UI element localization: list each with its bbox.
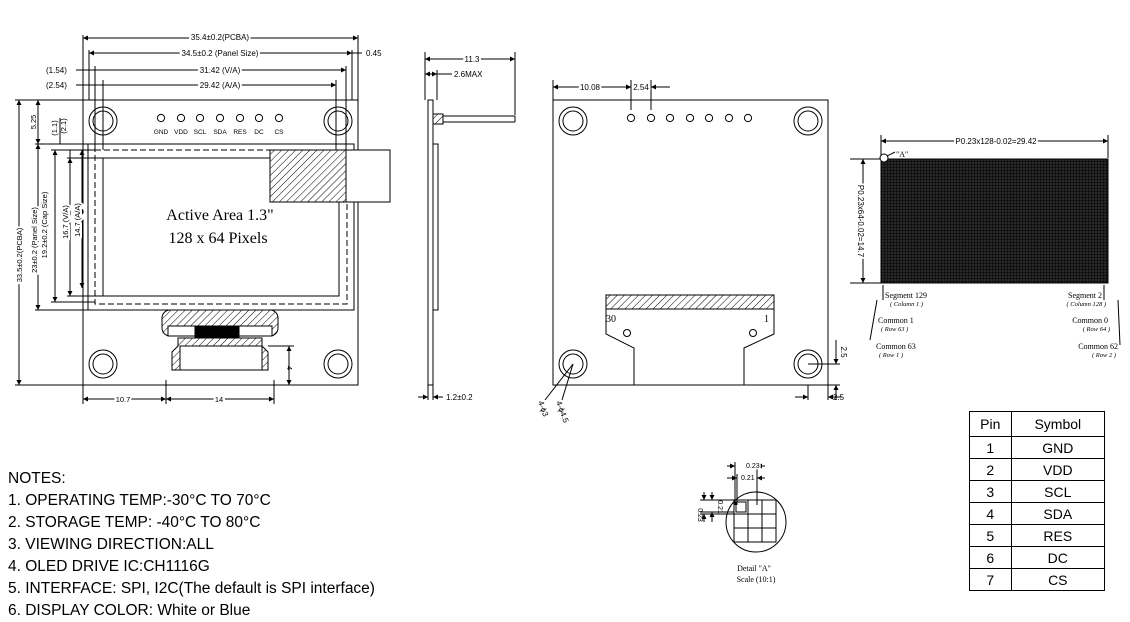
dim-hole-a: 4-ϕ3 — [536, 400, 550, 419]
pixel-map — [850, 135, 1121, 346]
detail-dim-021a: 0.21 — [741, 475, 755, 482]
dim-back-254: 2.54 — [633, 83, 649, 92]
dim-v11: (1.1) — [50, 120, 59, 136]
pin-label-5: RES — [233, 129, 247, 136]
col1-label: ( Column 1 ) — [890, 301, 923, 308]
dim-back-25h: 2.5 — [833, 393, 845, 402]
pin-number: 5 — [969, 524, 1012, 547]
dim-back-25v: 2.5 — [839, 346, 848, 358]
pin-symbol: RES — [1010, 524, 1106, 547]
pin-number: 1 — [969, 436, 1012, 459]
common62-label: Common 62 — [1078, 342, 1118, 351]
symbol-column-header: Symbol — [1010, 411, 1106, 437]
seg2-label: Segment 2 — [1068, 291, 1102, 300]
row63-label: ( Row 63 ) — [881, 326, 908, 333]
detail-a — [700, 462, 787, 553]
common63-label: Common 63 — [876, 342, 916, 351]
pin-label-7: CS — [274, 129, 284, 136]
pin-symbol: SCL — [1010, 480, 1106, 503]
pin-number: 6 — [969, 546, 1012, 569]
pin-column-header: Pin — [969, 411, 1012, 437]
back-view — [544, 80, 842, 401]
dim-va-height: 16.7 (V/A) — [61, 205, 70, 239]
dim-va-width: 31.42 (V/A) — [200, 66, 241, 75]
pin-label-2: VDD — [174, 129, 188, 136]
pin-number: 7 — [969, 568, 1012, 591]
detail-scale: Scale (10:1) — [737, 575, 776, 584]
dim-pix-pitch-h: P0.23x64-0.02=14.7 — [856, 185, 865, 258]
row2-label: ( Row 2 ) — [1092, 352, 1116, 359]
dim-side-113: 11.3 — [465, 55, 481, 64]
dim-side-4: 4 — [285, 366, 294, 370]
side-view — [418, 52, 516, 400]
dim-side-12: 1.2±0.2 — [446, 393, 473, 402]
pin-symbol: VDD — [1010, 458, 1106, 481]
dim-v21: (2.1) — [59, 118, 68, 134]
pin-number: 2 — [969, 458, 1012, 481]
seg129-label: Segment 129 — [885, 291, 927, 300]
pin-symbol: SDA — [1010, 502, 1106, 525]
dim-aa-width: 29.42 (A/A) — [200, 81, 241, 90]
note-item: 5. INTERFACE: SPI, I2C(The default is SP… — [8, 580, 375, 597]
detail-label: Detail "A" — [737, 564, 771, 573]
fpc-pin-1: 1 — [764, 314, 769, 325]
pin-label-3: SCL — [194, 129, 207, 136]
dim-v525: 5.25 — [29, 115, 38, 130]
notes-heading: NOTES: — [8, 470, 66, 487]
dim-panel-height: 23±0.2 (Panel Size) — [30, 207, 39, 273]
note-item: 6. DISPLAY COLOR: White or Blue — [8, 602, 251, 619]
pin-symbol: CS — [1010, 568, 1106, 591]
dim-side-26max: 2.6MAX — [454, 70, 483, 79]
dim-pcba-height: 33.5±0.2(PCBA) — [15, 227, 24, 282]
detail-dim-021b: 0.21 — [716, 500, 723, 514]
pin-label-6: DC — [254, 129, 264, 136]
detail-dim-023a: 0.23 — [746, 463, 760, 470]
dim-back-1008: 10.08 — [580, 83, 601, 92]
dim-aa-height: 14.7 (A/A) — [73, 203, 82, 237]
dim-panel-size: 34.5±0.2 (Panel Size) — [182, 49, 259, 58]
note-item: 4. OLED DRIVE IC:CH1116G — [8, 558, 210, 575]
dim-offset-154: (1.54) — [46, 66, 67, 75]
fpc-pin-30: 30 — [606, 314, 616, 325]
detail-dim-023b: 0.23 — [696, 508, 703, 522]
pin-symbol: DC — [1010, 546, 1106, 569]
dim-bottom-14: 14 — [215, 395, 223, 404]
pin-number: 4 — [969, 502, 1012, 525]
marker-a: "A" — [896, 150, 908, 159]
pin-symbol: GND — [1010, 436, 1106, 459]
common0-label: Common 0 — [1072, 316, 1108, 325]
drawing-canvas: 35.4±0.2(PCBA) 34.5±0.2 (Panel Size) 0.4… — [13, 31, 1121, 584]
note-item: 2. STORAGE TEMP: -40°C TO 80°C — [8, 514, 261, 531]
dim-pcba-width: 35.4±0.2(PCBA) — [191, 33, 250, 42]
common1-label: Common 1 — [878, 316, 914, 325]
pin-number: 3 — [969, 480, 1012, 503]
dim-hole-b: 4-ϕ4.5 — [554, 400, 570, 425]
dim-offset-045: 0.45 — [366, 49, 382, 58]
pin-label-4: SDA — [213, 129, 227, 136]
pixel-array — [880, 158, 1109, 284]
note-item: 1. OPERATING TEMP:-30°C TO 70°C — [8, 492, 271, 509]
pin-label-1: GND — [154, 129, 169, 136]
active-area-title: Active Area 1.3" — [166, 207, 273, 224]
dim-pix-pitch-w: P0.23x128-0.02=29.42 — [955, 137, 1037, 146]
row64-label: ( Row 64 ) — [1083, 326, 1110, 333]
dim-bottom-107: 10.7 — [116, 395, 131, 404]
row1-label: ( Row 1 ) — [879, 352, 903, 359]
col128-label: ( Column 128 ) — [1066, 301, 1106, 308]
dim-cap-size: 19.2±0.2 (Cap Size) — [40, 191, 49, 258]
note-item: 3. VIEWING DIRECTION:ALL — [8, 536, 214, 553]
front-view — [15, 35, 391, 404]
dim-offset-254: (2.54) — [46, 81, 67, 90]
active-area-pixels: 128 x 64 Pixels — [168, 230, 267, 247]
pin-table-header: Pin Symbol — [969, 411, 1106, 437]
notes-block: NOTES: 1. OPERATING TEMP:-30°C TO 70°C 2… — [8, 468, 375, 622]
